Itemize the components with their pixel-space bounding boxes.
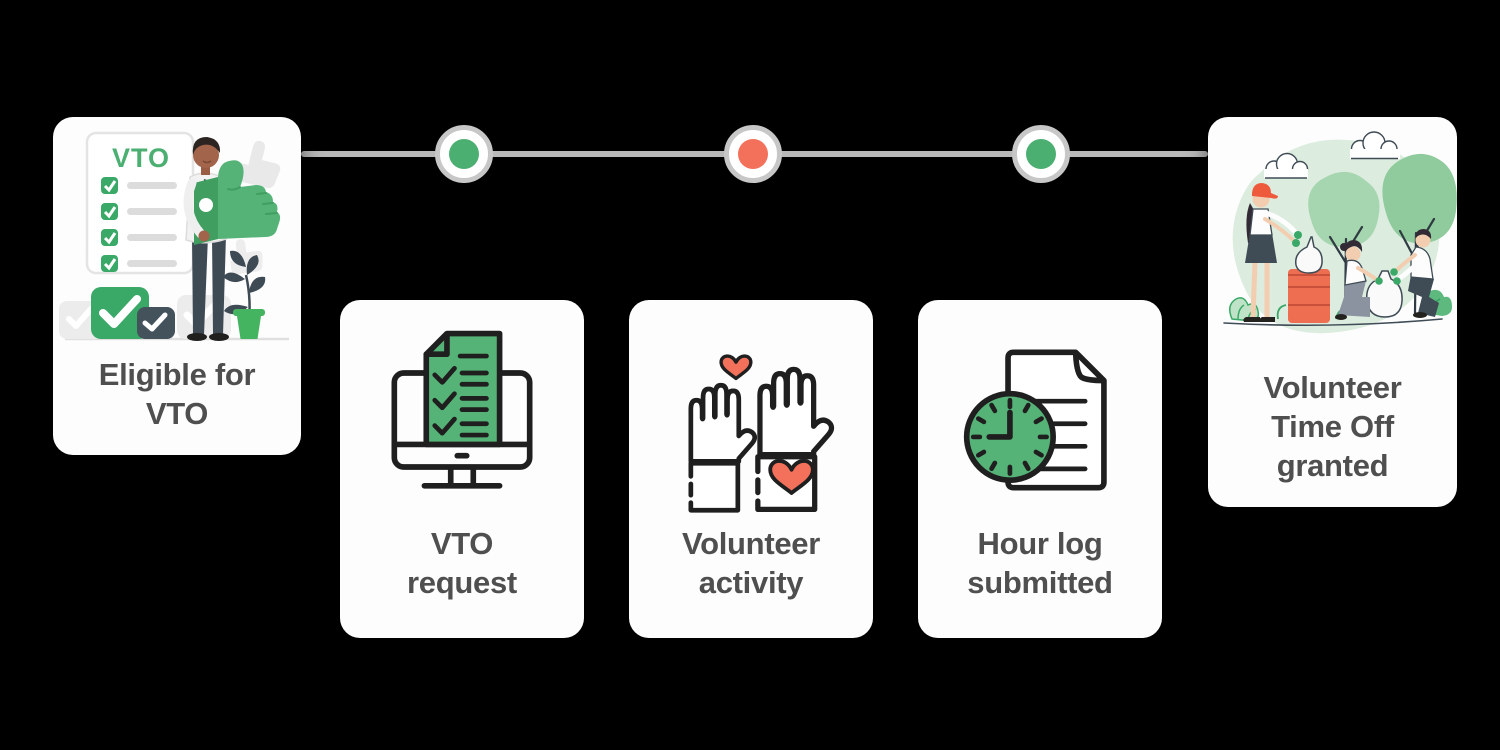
timeline-milestone-2 (724, 125, 782, 183)
left-raised-hand (688, 385, 755, 513)
right-raised-hand (755, 369, 832, 513)
card-label: VTO request (407, 525, 517, 600)
checklist-rows (101, 177, 177, 272)
ground-line (1223, 318, 1443, 327)
milestone-dot-green (1026, 139, 1056, 169)
clouds (1264, 131, 1400, 179)
card-eligible-for-vto: VTO (53, 117, 301, 455)
card-label: Volunteer activity (682, 525, 820, 600)
card-hour-log-submitted: Hour log submitted (918, 300, 1162, 638)
clock-hands (986, 409, 1013, 440)
checklist-title: VTO (112, 143, 170, 173)
potted-plant (223, 250, 266, 339)
clock-document-icon (963, 349, 1107, 491)
timeline-milestone-3 (1012, 125, 1070, 183)
orange-barrel (1288, 269, 1330, 323)
kneeling-man (1390, 229, 1439, 318)
vto-checklist-panel: VTO (85, 131, 195, 275)
green-clock (963, 390, 1056, 483)
trees (1308, 153, 1457, 319)
woman-with-cap (1243, 183, 1302, 322)
milestone-dot-coral (738, 139, 768, 169)
raised-hands-hearts-icon (688, 354, 845, 513)
card-volunteer-activity: Volunteer activity (629, 300, 873, 638)
volunteers-cleanup-illustration (1223, 131, 1457, 334)
timeline-milestone-1 (435, 125, 493, 183)
green-checklist-document (423, 330, 503, 448)
small-heart-icon (719, 354, 753, 381)
eligibility-illustration: VTO (59, 131, 289, 341)
card-label: Eligible for VTO (98, 356, 256, 431)
man-holding-thumbs-up (183, 137, 281, 341)
card-label: Volunteer Time Off granted (1263, 369, 1402, 483)
card-label: Hour log submitted (967, 525, 1113, 600)
trash-bag-on-barrel (1294, 236, 1323, 274)
kneeling-woman (1335, 240, 1383, 320)
red-cap (1252, 183, 1278, 199)
card-vto-request: VTO request (340, 300, 584, 638)
monitor-checklist-icon (391, 330, 533, 489)
milestone-dot-green (449, 139, 479, 169)
card-vto-granted: Volunteer Time Off granted (1208, 117, 1457, 507)
